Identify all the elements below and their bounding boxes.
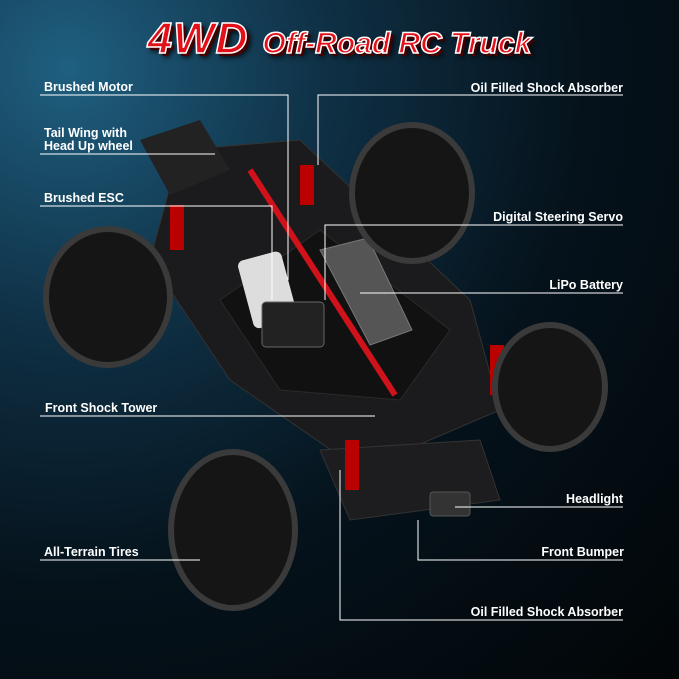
rear-shock-left (170, 205, 184, 250)
lipo-battery (319, 237, 413, 346)
label-tail-wing-line1: Tail Wing with (44, 126, 127, 140)
label-brushed-esc: Brushed ESC (44, 191, 124, 205)
headlight (429, 491, 471, 517)
label-all-terrain-tires: All-Terrain Tires (44, 545, 139, 559)
leader-lines (40, 94, 623, 621)
tire-front-right (492, 322, 608, 452)
label-front-bumper: Front Bumper (541, 545, 624, 559)
title-main: 4WD (147, 13, 249, 64)
brushed-esc (261, 301, 325, 348)
front-shock-left (345, 440, 359, 490)
page-title: 4WD Off-Road RC Truck (0, 13, 679, 64)
rear-shock-right (300, 165, 314, 205)
tire-front-left (168, 449, 298, 611)
tire-rear-left (43, 226, 173, 368)
drive-shaft (247, 168, 398, 397)
label-brushed-motor: Brushed Motor (44, 80, 133, 94)
label-front-shock-tower: Front Shock Tower (45, 401, 158, 415)
tire-rear-right (349, 122, 475, 264)
tail-wing (140, 120, 230, 195)
label-oil-shock-top: Oil Filled Shock Absorber (470, 81, 623, 95)
label-lipo-battery: LiPo Battery (549, 278, 623, 292)
label-oil-shock-bottom: Oil Filled Shock Absorber (470, 605, 623, 619)
label-tail-wing-line2: Head Up wheel (44, 139, 133, 153)
title-sub: Off-Road RC Truck (262, 26, 532, 61)
label-digital-steering-servo: Digital Steering Servo (493, 210, 623, 224)
label-headlight: Headlight (566, 492, 623, 506)
